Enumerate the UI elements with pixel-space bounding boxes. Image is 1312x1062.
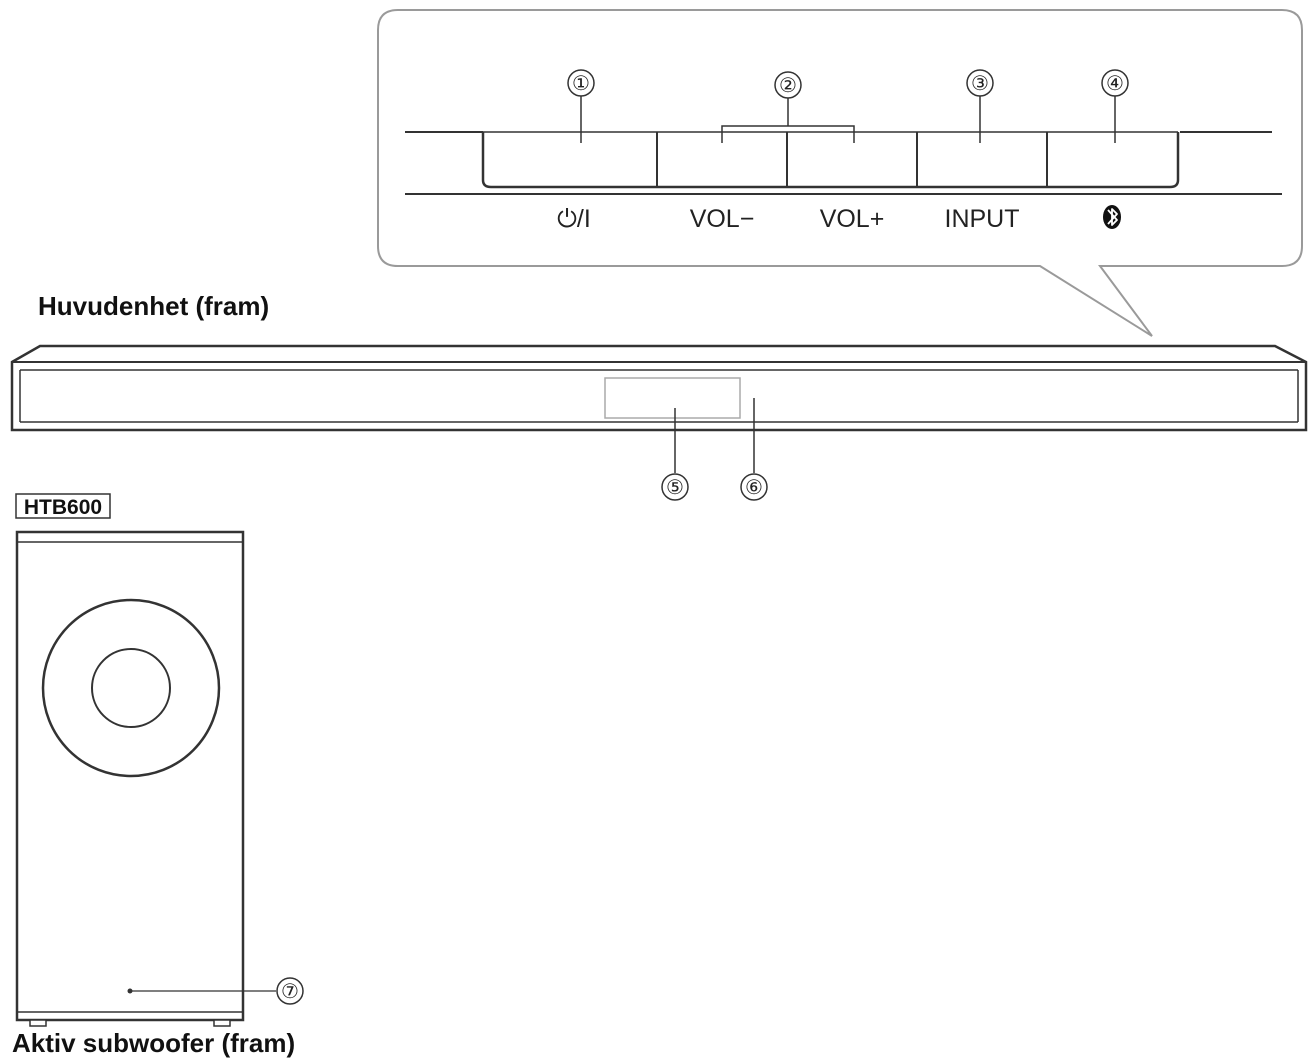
callout-number-1: ① [572,73,590,95]
input-button: ③ INPUT [945,69,1020,233]
model-tag: HTB600 [15,493,111,519]
callout-number-6: ⑥ [745,477,763,499]
volume-buttons: ② VOL− VOL+ [690,71,885,233]
callout-number-2: ② [779,75,797,97]
display-callout: ⑤ [661,408,689,501]
button-panel [405,131,1282,195]
speaker-cone-outer [41,598,221,778]
speaker-cone-inner [91,648,171,728]
subwoofer-title: Aktiv subwoofer (fram) [12,1028,295,1058]
power-button: ① ⏻/I [557,69,595,233]
callout-number-7: ⑦ [281,981,299,1003]
subwoofer-body [15,530,245,1027]
subwoofer-indicator-dot [127,988,133,994]
soundbar-body [10,344,1308,432]
volume-up-label: VOL+ [820,205,885,233]
volume-down-label: VOL− [690,205,755,233]
bluetooth-button: ④ [1101,69,1129,229]
input-label: INPUT [945,205,1020,233]
display-window [604,377,741,419]
callout-number-3: ③ [971,73,989,95]
bluetooth-icon [1103,205,1121,229]
zoom-callout-bubble [377,9,1303,337]
main-unit-title: Huvudenhet (fram) [38,291,269,321]
callout-number-4: ④ [1106,73,1124,95]
callout-number-5: ⑤ [666,477,684,499]
model-tag-text: HTB600 [24,496,102,519]
subwoofer-indicator-callout: ⑦ [132,977,304,1005]
sensor-callout: ⑥ [740,398,768,501]
power-label: ⏻/I [557,205,591,233]
